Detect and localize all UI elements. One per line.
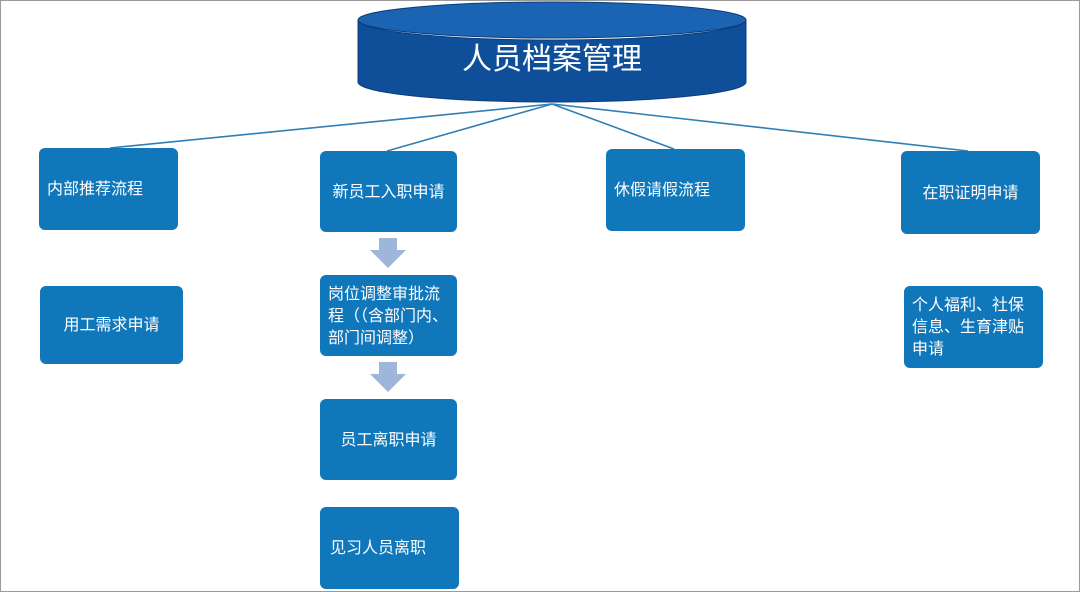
node-label: 新员工入职申请 [332,181,445,201]
node-new-hire-application[interactable]: 新员工入职申请 [320,151,457,232]
node-label: 内部推荐流程 [47,179,144,198]
connector-line [551,103,675,150]
node-benefits-application[interactable]: 个人福利、社保信息、生育津贴申请 [904,286,1043,368]
node-label: 休假请假流程 [614,180,711,199]
node-leave-process[interactable]: 休假请假流程 [606,149,745,231]
node-label: 岗位调整审批流程（（含部门内、部门间调整） [328,283,449,347]
node-intern-resignation[interactable]: 见习人员离职 [320,507,459,589]
node-internal-referral[interactable]: 内部推荐流程 [39,148,178,230]
connector-line [386,103,553,152]
node-label: 在职证明申请 [922,182,1019,202]
down-arrow-icon [370,362,406,392]
root-cylinder-top [357,1,747,39]
connector-line [109,103,553,149]
root-title: 人员档案管理 [462,42,642,77]
node-label: 员工离职申请 [340,429,437,449]
node-label: 用工需求申请 [63,315,160,334]
connector-line [551,103,969,152]
node-employment-certificate[interactable]: 在职证明申请 [901,151,1040,234]
node-labor-demand[interactable]: 用工需求申请 [40,286,183,364]
node-label: 个人福利、社保信息、生育津贴申请 [912,295,1025,358]
node-label: 见习人员离职 [330,538,427,557]
node-resignation-application[interactable]: 员工离职申请 [320,399,457,480]
root-cylinder [357,1,747,103]
node-position-adjustment[interactable]: 岗位调整审批流程（（含部门内、部门间调整） [320,275,457,356]
down-arrow-icon [370,238,406,268]
root-cylinder-body [357,19,747,103]
